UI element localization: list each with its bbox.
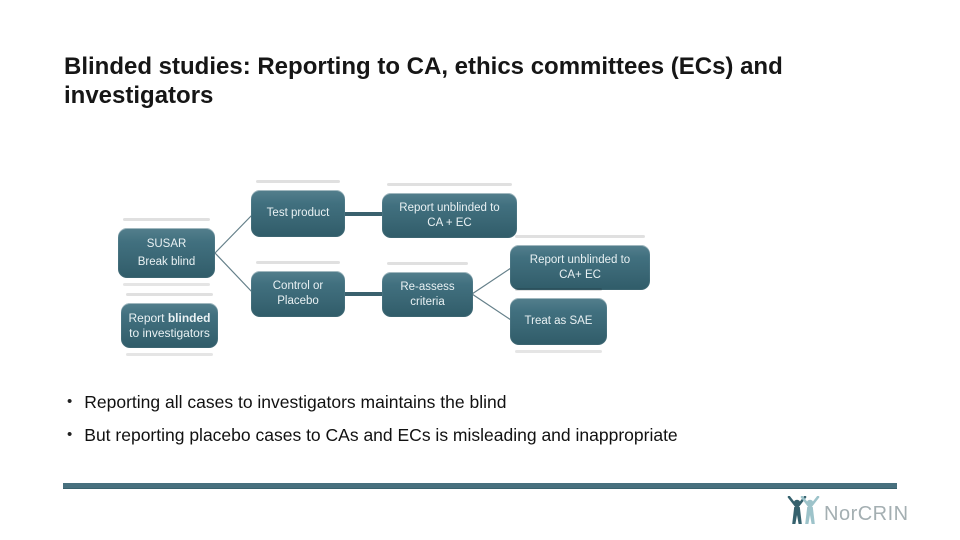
bullet-marker: •: [67, 393, 73, 410]
person-icon: [787, 496, 807, 524]
box-text: CA+ EC: [559, 268, 601, 281]
bullet-text: But reporting placebo cases to CAs and E…: [84, 425, 678, 445]
box-text-regular: Report: [128, 310, 168, 325]
bullet-list: • Reporting all cases to investigators m…: [67, 391, 887, 457]
box-text: Report unblinded to: [399, 201, 500, 214]
box-text: SUSAR: [146, 238, 187, 250]
connector-line: [471, 267, 512, 295]
diagram-box-report-blinded: Report blinded to investigators: [121, 293, 218, 356]
diagram-box-test-product: Test product: [251, 180, 345, 237]
box-text-bold: blinded: [167, 310, 211, 325]
diagram-box-report-unblinded-ca-ec-right: Report unblinded to CA+ EC: [510, 235, 650, 290]
box-text: Placebo: [277, 295, 319, 307]
box-text: Report unblinded to: [529, 253, 631, 266]
box-text: Break blind: [137, 256, 196, 268]
person-icon: [800, 496, 820, 524]
box-text: CA + EC: [427, 216, 472, 229]
page-title-line2: investigators: [64, 82, 214, 109]
norcrin-logo: NorCRIN: [786, 494, 916, 532]
box-text: to investigators: [129, 325, 210, 340]
diagram-box-treat-as-sae: Treat as SAE: [510, 288, 607, 353]
page-title-line1: Blinded studies: Reporting to CA, ethics…: [64, 53, 783, 80]
bullet-item: • But reporting placebo cases to CAs and…: [67, 424, 887, 446]
diagram-box-control-placebo: Control or Placebo: [251, 261, 345, 317]
box-text: Test product: [266, 207, 330, 219]
logo-figures-icon: [787, 496, 820, 524]
box-text: criteria: [410, 295, 445, 308]
bullet-item: • Reporting all cases to investigators m…: [67, 391, 887, 413]
page-title: Blinded studies: Reporting to CA, ethics…: [64, 52, 884, 110]
diagram-box-susar: SUSAR Break blind: [118, 218, 215, 286]
box-text: Treat as SAE: [524, 315, 593, 327]
logo-text: NorCRIN: [824, 503, 909, 525]
box-text: Report blinded: [128, 311, 210, 326]
connector-line: [214, 252, 254, 294]
connector-line: [471, 293, 512, 321]
bullet-text: Reporting all cases to investigators mai…: [84, 392, 507, 412]
diagram-box-reassess-criteria: Re-assess criteria: [382, 262, 473, 317]
bullet-marker: •: [67, 426, 73, 443]
footer-divider: [63, 483, 897, 489]
diagram-box-report-unblinded-ca-ec: Report unblinded to CA + EC: [382, 183, 517, 238]
box-text: Re-assess: [400, 280, 455, 293]
box-text: Control or: [272, 280, 324, 292]
connector-line: [214, 213, 254, 254]
